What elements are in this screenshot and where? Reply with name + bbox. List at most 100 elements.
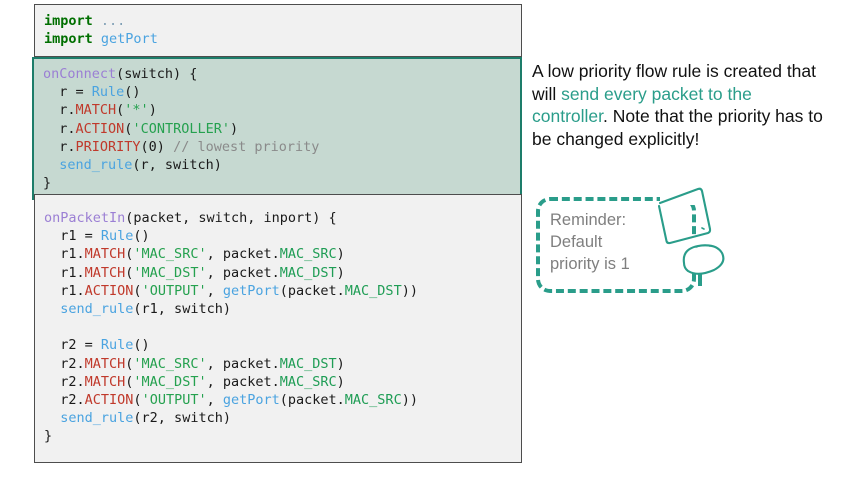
code-line: send_rule(r, switch) [43,156,520,174]
code-line [44,318,521,336]
code-token: getPort [100,31,158,48]
code-token: r2 = [44,337,101,354]
code-line: import ... [44,12,521,30]
code-token: Rule [100,337,134,354]
code-token: () [133,228,150,245]
code-token: r2. [44,355,85,372]
code-token: MAC_DST [344,282,402,299]
code-token: r. [43,102,76,119]
code-token [44,410,60,426]
code-token: ( [116,102,125,119]
code-line: r1.ACTION('OUTPUT', getPort(packet.MAC_D… [44,282,521,300]
code-token: r1. [44,282,85,299]
code-line: r.PRIORITY(0) // lowest priority [43,138,520,156]
code-line: r2.MATCH('MAC_SRC', packet.MAC_DST) [44,355,521,373]
code-token: 'MAC_SRC' [133,355,207,372]
doodle-oval [682,244,725,275]
code-token: (switch) { [116,66,198,82]
code-token: send_rule [60,410,134,427]
code-line: r2 = Rule() [44,336,521,354]
annotation-text: A low priority flow rule is created that… [532,60,828,150]
code-line: import getPort [44,30,521,48]
code-token: onConnect [43,66,117,82]
code-token: 'MAC_DST' [133,373,207,390]
border-gap-mask-top [660,193,702,205]
code-token [44,301,60,317]
code-token: import [44,13,93,29]
code-line: send_rule(r2, switch) [44,409,521,427]
code-token: 'CONTROLLER' [132,120,230,137]
code-line: } [44,427,521,445]
code-token: ( [124,120,133,137]
code-token: , packet. [206,355,280,372]
code-token: ) [336,246,345,263]
annotation-part1: A low priority flow rule is created that… [532,61,817,104]
code-token: ) [148,102,157,119]
onconnect-code-panel-highlighted: onConnect(switch) { r = Rule() r.MATCH('… [32,57,522,201]
code-token: , [206,392,223,409]
code-token: ... [100,13,126,29]
code-token: MAC_DST [279,355,337,372]
code-token: ) [229,120,239,137]
code-line: r1.MATCH('MAC_DST', packet.MAC_DST) [44,264,521,282]
code-line: r1.MATCH('MAC_SRC', packet.MAC_SRC) [44,245,521,263]
code-token: MATCH [75,102,117,119]
code-token: ) [336,373,345,390]
code-token: MAC_SRC [344,392,402,409]
code-token: getPort [222,282,280,299]
hand-drawn-doodles [657,187,725,286]
code-token: onPacketIn [44,210,126,226]
code-token: Rule [91,84,125,101]
doodle-oval-overshoot [695,244,711,248]
code-token: Rule [100,228,134,245]
code-token: PRIORITY [75,138,141,155]
code-token: } [44,428,53,445]
code-token: MATCH [84,264,126,281]
code-token: () [133,337,150,354]
code-line: r1 = Rule() [44,227,521,245]
code-token: send_rule [59,157,133,174]
code-token: (r, switch) [132,157,222,174]
code-token: (r1, switch) [133,301,231,318]
code-token [93,31,101,47]
code-token: (packet. [279,392,345,409]
code-token: r1 = [44,228,101,245]
reminder-label: Reminder: Default priority is 1 [550,211,630,273]
code-line: r2.MATCH('MAC_DST', packet.MAC_SRC) [44,373,521,391]
code-token: MAC_SRC [279,373,337,390]
code-token: // lowest priority [173,138,320,155]
code-line: r2.ACTION('OUTPUT', getPort(packet.MAC_S… [44,391,521,409]
code-token: , packet. [206,373,280,390]
code-token: (packet, switch, inport) { [125,210,337,226]
code-token: r2. [44,392,85,409]
annotation-highlight: send every packet to the controller [532,83,752,127]
code-line: r.MATCH('*') [43,101,520,119]
code-token: ACTION [75,120,125,137]
code-token: )) [401,282,418,299]
code-token: (r2, switch) [133,410,231,427]
code-token: MAC_SRC [279,246,337,263]
code-token: 'MAC_DST' [133,264,207,281]
code-token: (0) [140,138,174,155]
code-token: getPort [222,392,280,409]
code-token: ( [125,355,134,372]
code-token: r1. [44,264,85,281]
code-token: MATCH [84,246,126,263]
code-token: )) [401,392,418,409]
code-line: onPacketIn(packet, switch, inport) { [44,209,521,227]
code-token: ACTION [84,392,134,409]
code-line: } [43,174,520,192]
code-token: , packet. [206,264,280,281]
code-token: 'MAC_SRC' [133,246,207,263]
doodle-square-tick [701,227,705,230]
code-token: r2. [44,373,85,390]
code-token: (packet. [279,282,345,299]
code-token: 'OUTPUT' [141,282,207,299]
annotation-part2: . Note that the priority has to be chang… [532,106,823,149]
code-line: r = Rule() [43,83,520,101]
code-token: r1. [44,246,85,263]
code-token: '*' [124,102,149,119]
code-token: , packet. [206,246,280,263]
code-token: 'OUTPUT' [141,392,207,409]
code-token [43,157,59,173]
